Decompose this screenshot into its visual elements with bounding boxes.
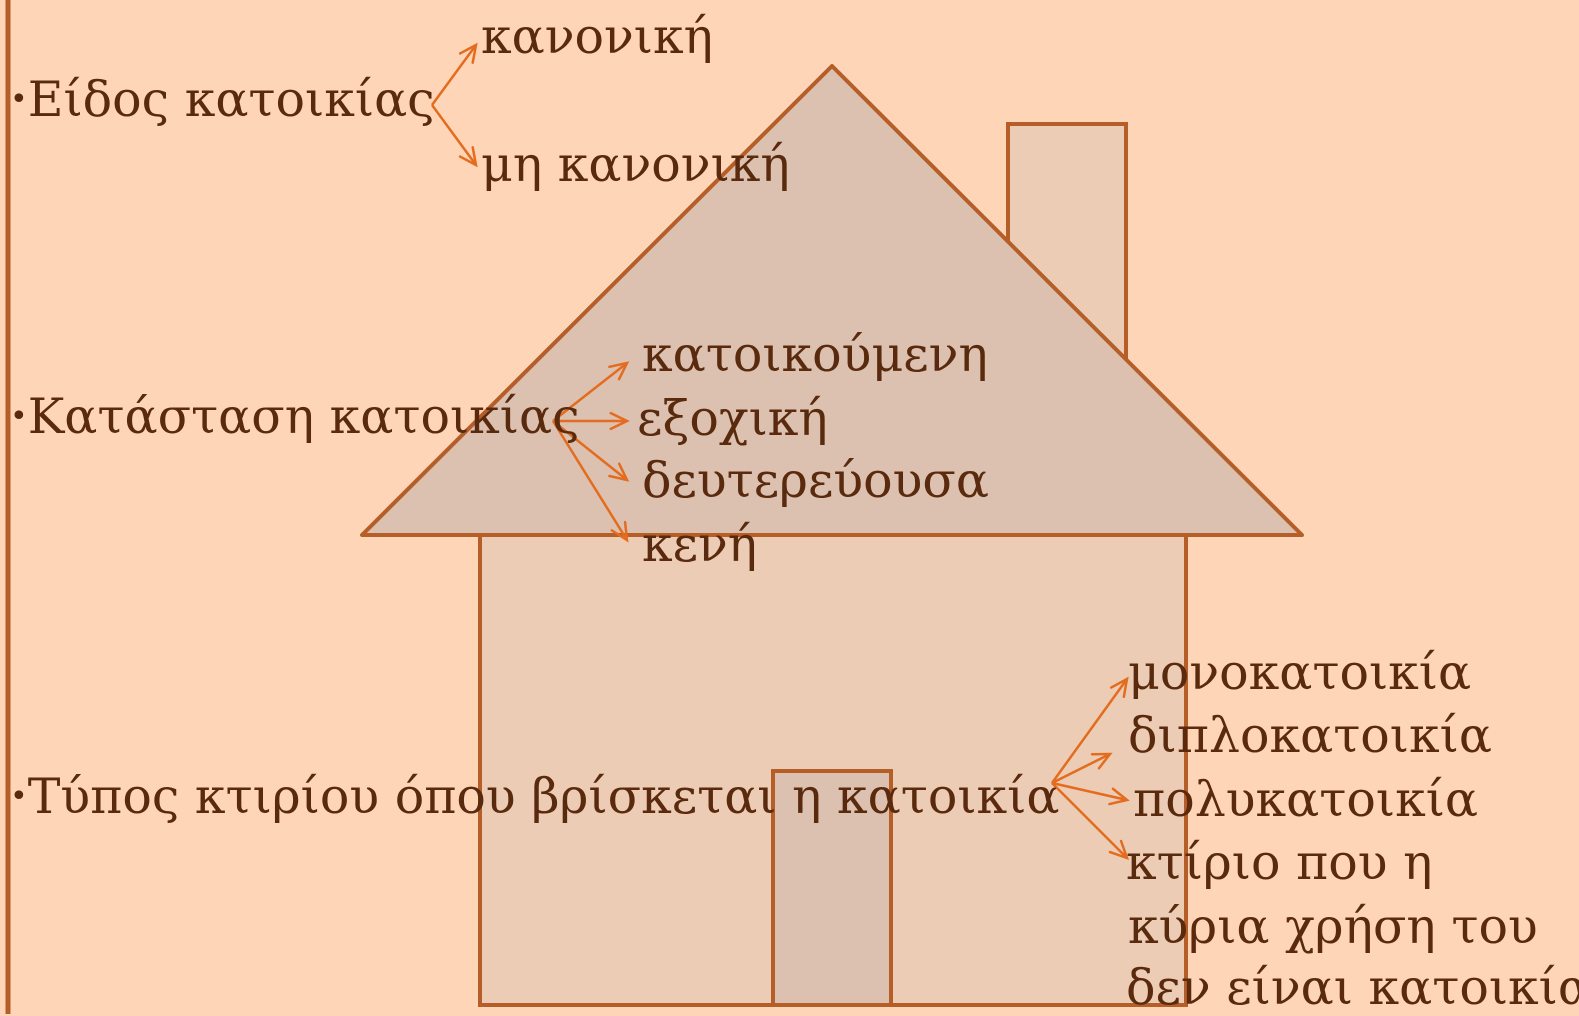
option-non-residential-line-1: κτίριο που η — [1126, 838, 1432, 887]
option-two-family-house: διπλοκατοικία — [1128, 711, 1492, 760]
arrow-to-regular — [432, 45, 476, 105]
option-detached-house: μονοκατοικία — [1128, 648, 1471, 697]
option-regular: κανονική — [481, 12, 713, 61]
group-label-dwelling-kind: •Είδος κατοικίας — [10, 75, 435, 124]
option-apartment-building: πολυκατοικία — [1133, 775, 1478, 824]
group-label-building-type: •Τύπος κτιρίου όπου βρίσκεται η κατοικία — [10, 772, 1059, 821]
option-secondary: δευτερεύουσα — [642, 456, 989, 505]
option-occupied: κατοικούμενη — [642, 330, 988, 379]
option-holiday: εξοχική — [637, 394, 828, 443]
option-vacant: κενή — [642, 520, 757, 569]
option-non-residential-line-3: δεν είναι κατοικία — [1126, 963, 1579, 1012]
group-label-dwelling-status: •Κατάσταση κατοικίας — [10, 392, 580, 441]
option-non-regular: μη κανονική — [481, 140, 790, 189]
arrow-to-non-regular — [432, 105, 476, 165]
option-non-residential-line-2: κύρια χρήση του — [1128, 902, 1538, 951]
